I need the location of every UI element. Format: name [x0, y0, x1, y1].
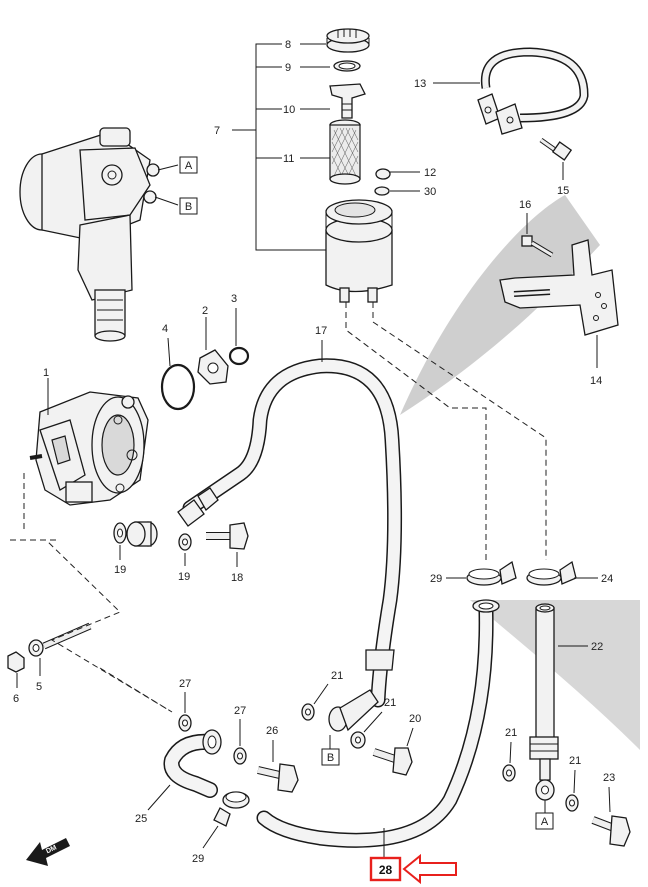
bracket-14	[499, 239, 619, 368]
front-marker-label: DM	[45, 844, 58, 855]
label-box-a-top	[179, 156, 198, 174]
callout-7: 7	[214, 125, 220, 137]
callout-21c: 21	[505, 727, 517, 739]
callout-10: 10	[283, 104, 295, 116]
callout-12: 12	[424, 167, 436, 179]
callout-6: 6	[13, 693, 19, 705]
callout-22: 22	[591, 641, 603, 653]
callout-18: 18	[231, 572, 243, 584]
background-watermark	[400, 195, 640, 750]
label-b-top: B	[185, 201, 192, 213]
callout-25: 25	[135, 813, 147, 825]
steering-gear	[19, 127, 160, 342]
callout-17: 17	[315, 325, 327, 337]
bolt-18	[206, 522, 249, 550]
callout-19a: 19	[114, 564, 126, 576]
callout-24: 24	[601, 573, 613, 585]
callout-15: 15	[557, 185, 569, 197]
hose-clamp-24	[526, 560, 577, 586]
callout-16: 16	[519, 199, 531, 211]
callout-28: 28	[379, 863, 393, 877]
callout-30: 30	[424, 186, 436, 198]
hose-clamp-29-top	[466, 560, 517, 586]
callout-27a: 27	[179, 678, 191, 690]
callout-21a: 21	[331, 670, 343, 682]
fitting-2	[197, 349, 229, 385]
callout-3: 3	[231, 293, 237, 305]
front-direction-arrow	[26, 838, 70, 866]
reservoir-clamp	[433, 47, 589, 135]
guide-line-return	[345, 302, 487, 560]
bolt-15	[539, 137, 573, 180]
hose-25	[163, 729, 222, 798]
union-fitting	[126, 521, 158, 547]
guide-lines-left	[10, 473, 173, 713]
callout-29b: 29	[192, 853, 204, 865]
label-a-top: A	[185, 160, 193, 172]
nut-6	[7, 651, 25, 673]
callout-14: 14	[590, 375, 602, 387]
callout-1: 1	[43, 367, 49, 379]
seal-3	[228, 346, 250, 366]
callout-26: 26	[266, 725, 278, 737]
callout-29a: 29	[430, 573, 442, 585]
callout-13: 13	[414, 78, 426, 90]
callout-19b: 19	[178, 571, 190, 583]
return-hose-28	[256, 599, 500, 848]
bolt-16	[521, 213, 554, 258]
highlight-box-28	[369, 856, 402, 882]
callout-9: 9	[285, 62, 291, 74]
bolt-26	[257, 763, 299, 793]
callout-11: 11	[283, 153, 294, 165]
callout-23: 23	[603, 772, 615, 784]
callout-27b: 27	[234, 705, 246, 717]
bolt-23	[591, 815, 631, 847]
callout-5: 5	[36, 681, 42, 693]
highlight-arrow	[402, 853, 457, 885]
label-a-bottom: A	[541, 816, 549, 828]
label-box-b-top	[179, 197, 198, 215]
stud	[42, 622, 92, 650]
o-ring-4	[160, 363, 196, 411]
callout-8: 8	[285, 39, 291, 51]
callout-21b: 21	[384, 697, 396, 709]
callout-2: 2	[202, 305, 208, 317]
guide-line-supply	[372, 302, 547, 560]
label-b-bottom: B	[327, 752, 334, 764]
hose-clamp-29-bottom	[213, 791, 250, 827]
power-steering-pump	[29, 391, 149, 506]
callout-21d: 21	[569, 755, 581, 767]
return-pipe-22	[529, 603, 559, 801]
callout-20: 20	[409, 713, 421, 725]
bolt-20	[372, 747, 413, 776]
pressure-hose-17	[177, 358, 403, 732]
callout-4: 4	[162, 323, 168, 335]
reservoir-assembly	[232, 28, 420, 303]
